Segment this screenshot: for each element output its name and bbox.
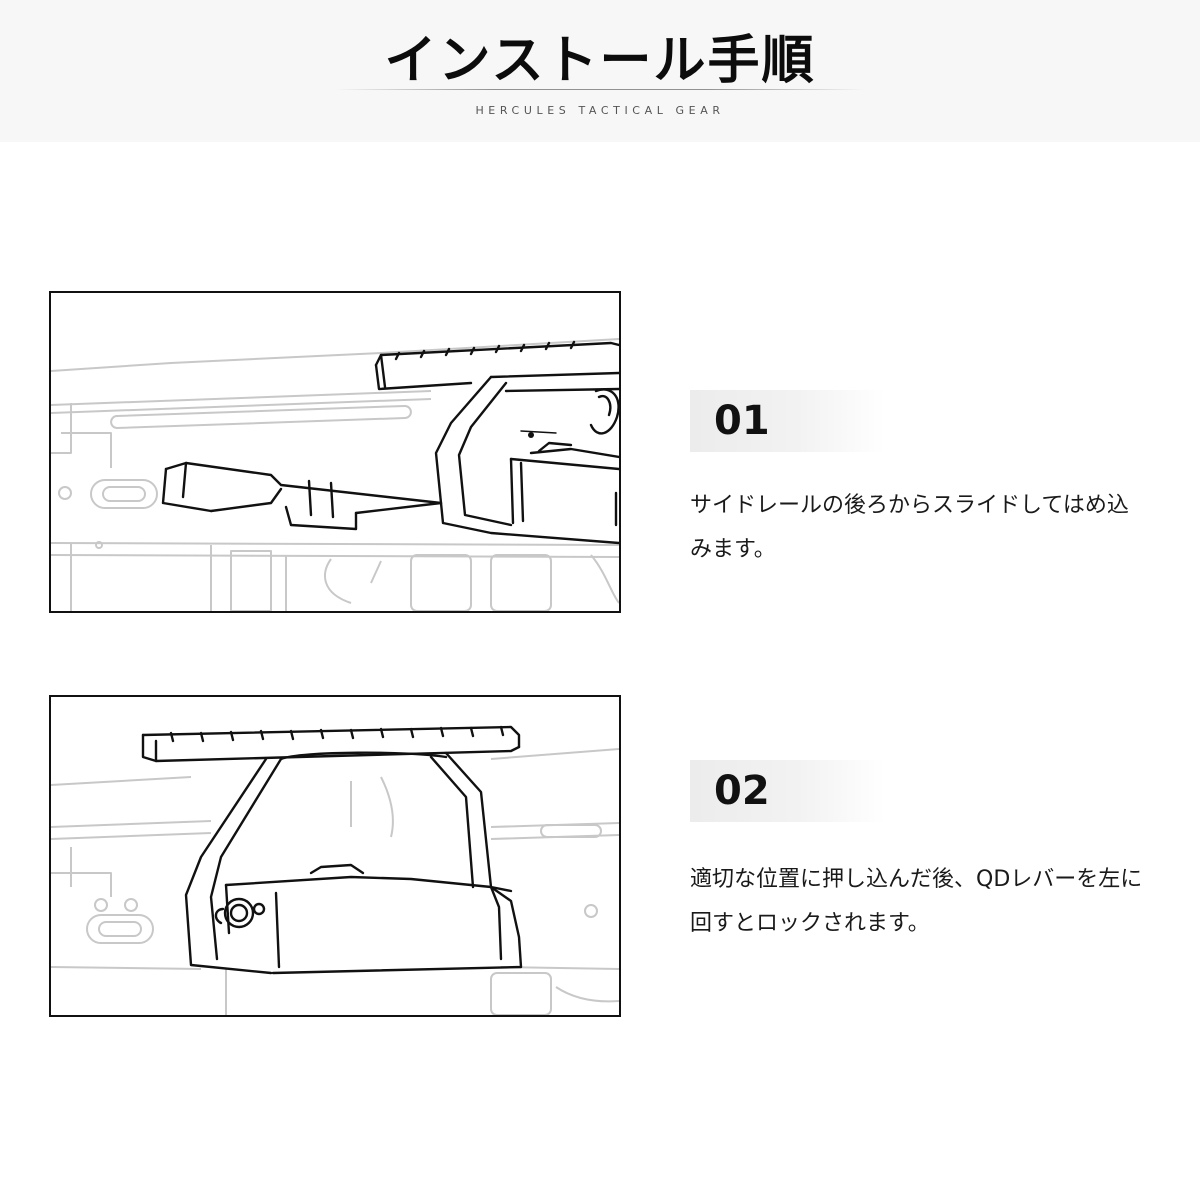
step-1-line-art xyxy=(51,338,619,611)
step-1-description: サイドレールの後ろからスライドしてはめ込みます。 xyxy=(690,493,1129,562)
step-1-illustration xyxy=(49,291,621,613)
step-1-number: 01 xyxy=(714,398,770,444)
step-2-description: 適切な位置に押し込んだ後、QDレバーを左に回すとロックされます。 xyxy=(690,867,1143,936)
step-1-badge: 01 xyxy=(690,390,885,452)
step-2-illustration xyxy=(49,695,621,1017)
page-title: インストール手順 xyxy=(384,31,816,91)
step-2-number: 02 xyxy=(714,768,770,814)
brand-subtitle: HERCULES TACTICAL GEAR xyxy=(475,104,725,117)
step-2-badge: 02 xyxy=(690,760,885,822)
header-banner: インストール手順 HERCULES TACTICAL GEAR xyxy=(0,0,1200,142)
header-divider xyxy=(335,89,865,90)
step-2-line-art xyxy=(51,725,619,1015)
